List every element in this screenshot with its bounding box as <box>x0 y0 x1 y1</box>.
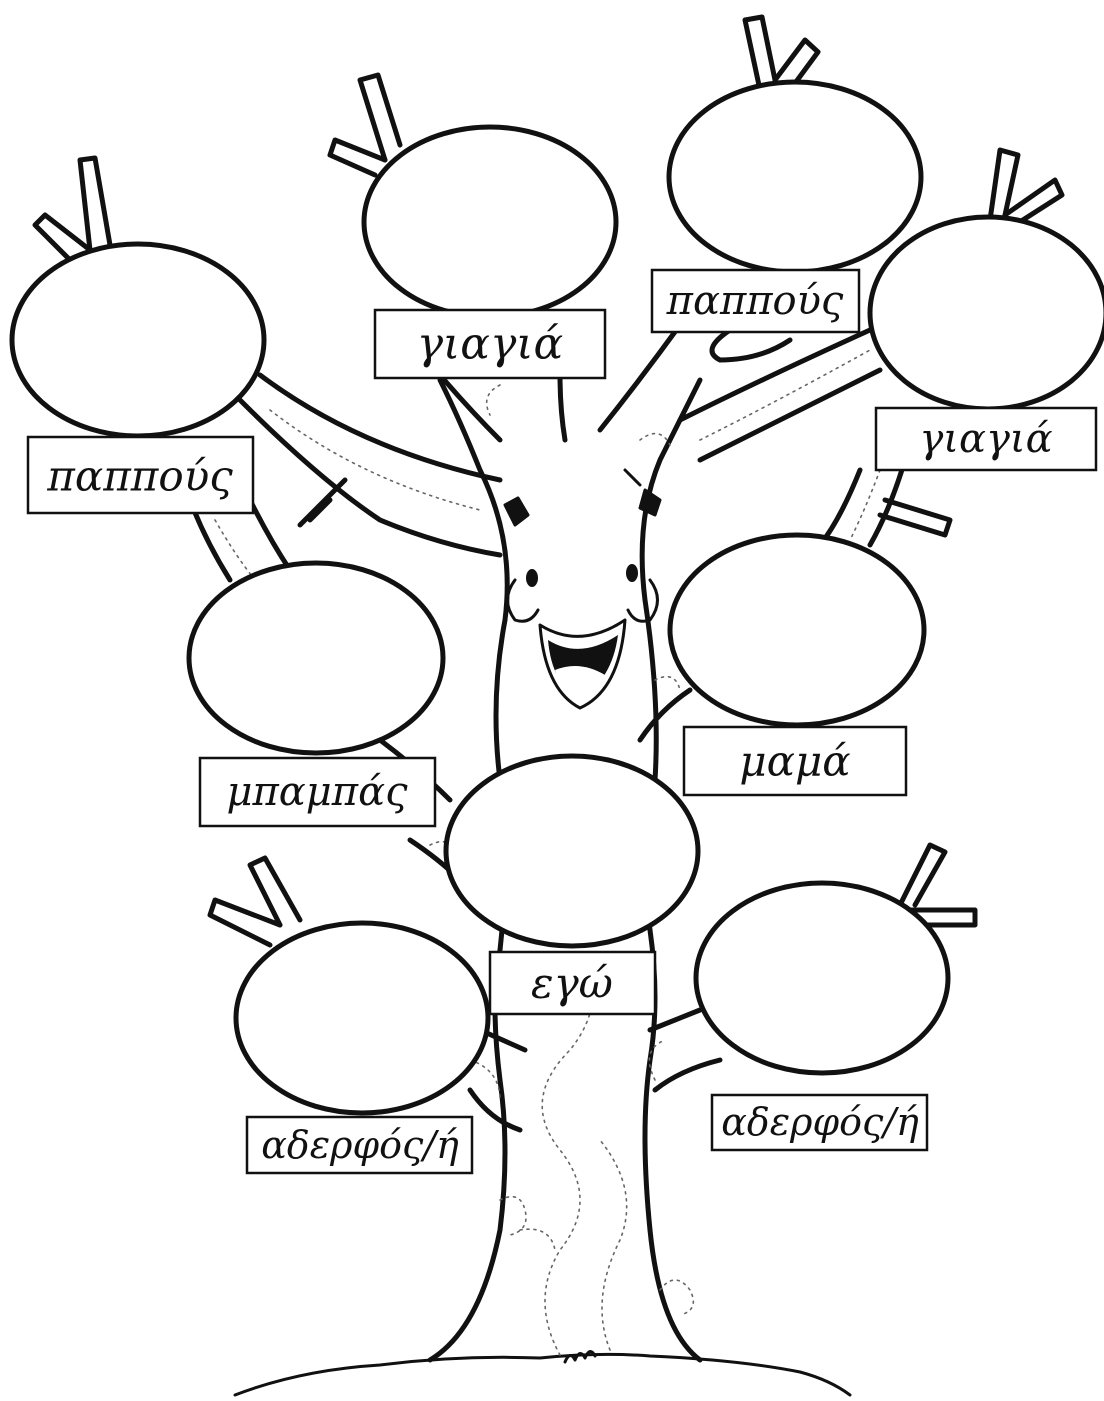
portrait-oval-paternal-grandmother[interactable] <box>361 124 619 320</box>
portrait-oval-paternal-grandfather[interactable] <box>9 241 267 439</box>
ground-line <box>233 1352 852 1397</box>
label-paternal-grandmother: γιαγιά <box>373 308 607 380</box>
tree-face <box>503 468 662 710</box>
label-sibling-left: αδερφός/ή <box>245 1115 474 1175</box>
label-paternal-grandfather: παππούς <box>26 435 255 515</box>
label-text-me: εγώ <box>531 959 613 1008</box>
label-text-maternal-grandfather: παππούς <box>666 278 844 324</box>
portrait-oval-me[interactable] <box>443 753 701 949</box>
label-father: μπαμπάς <box>198 756 437 828</box>
label-text-sibling-left: αδερφός/ή <box>261 1123 459 1167</box>
portrait-oval-father[interactable] <box>186 560 446 756</box>
grass-tuft <box>563 1350 597 1364</box>
label-text-sibling-right: αδερφός/ή <box>721 1100 919 1144</box>
portrait-oval-mother[interactable] <box>667 532 927 728</box>
label-text-mother: μαμά <box>739 737 850 786</box>
label-text-paternal-grandfather: παππούς <box>46 452 233 501</box>
label-mother: μαμά <box>682 725 908 797</box>
label-text-maternal-grandmother: γιαγιά <box>919 416 1052 462</box>
label-maternal-grandmother: γιαγιά <box>874 406 1098 472</box>
portrait-oval-maternal-grandfather[interactable] <box>666 79 924 275</box>
label-text-father: μπαμπάς <box>227 769 409 815</box>
portrait-oval-maternal-grandmother[interactable] <box>867 214 1104 412</box>
label-text-paternal-grandmother: γιαγιά <box>417 319 564 370</box>
label-me: εγώ <box>488 950 657 1016</box>
portrait-oval-sibling-right[interactable] <box>693 880 951 1076</box>
label-sibling-right: αδερφός/ή <box>710 1093 929 1152</box>
portrait-oval-sibling-left[interactable] <box>233 920 491 1116</box>
label-maternal-grandfather: παππούς <box>650 268 861 334</box>
